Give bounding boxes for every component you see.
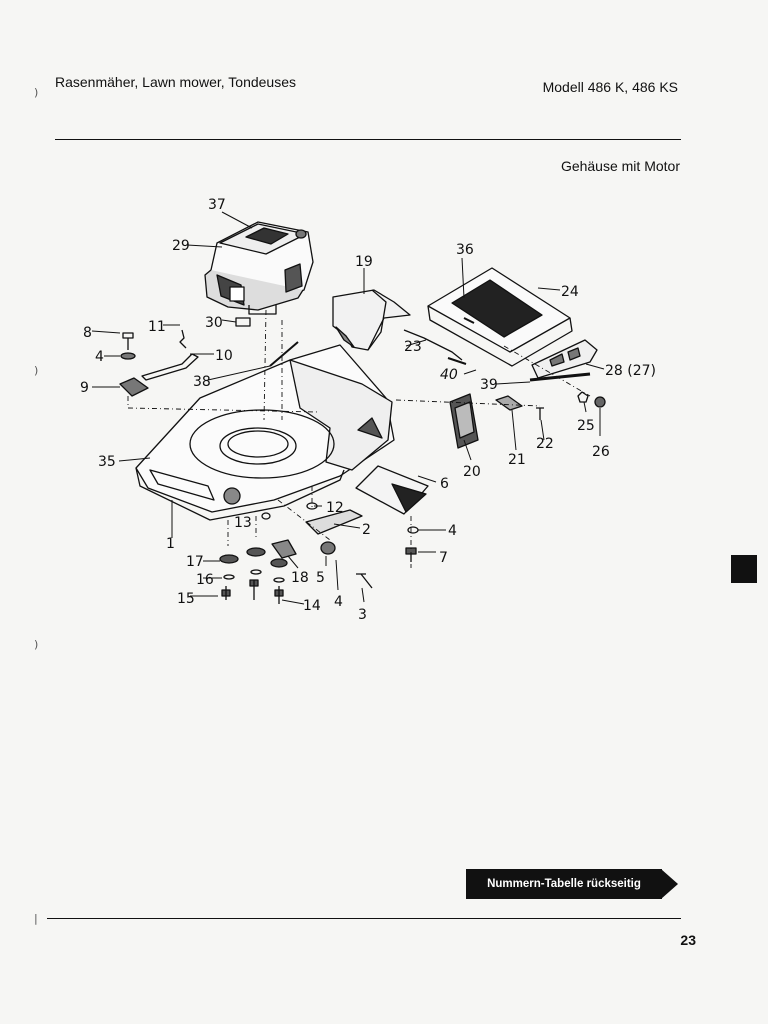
section-tab-marker xyxy=(731,555,757,583)
leader-line xyxy=(463,369,477,375)
part-callout: 15 xyxy=(177,591,195,607)
leader-line xyxy=(207,365,271,381)
part-callout: 38 xyxy=(193,374,211,390)
clip-illustration xyxy=(403,329,463,361)
leader-line xyxy=(405,339,427,347)
screw-illustration xyxy=(536,407,544,420)
document-title: Rasenmäher, Lawn mower, Tondeuses xyxy=(55,74,296,90)
part-callout: 16 xyxy=(196,572,214,588)
engine-illustration xyxy=(204,221,314,315)
bracket-plate-illustration xyxy=(119,377,149,397)
part-callout: 35 xyxy=(98,454,116,470)
margin-mark: ) xyxy=(34,86,39,99)
part-callout: 6 xyxy=(440,476,449,492)
leader-line xyxy=(186,244,223,248)
part-callout: 29 xyxy=(172,238,190,254)
margin-mark: | xyxy=(34,912,38,925)
part-callout: 3 xyxy=(358,607,367,623)
rear-flap-illustration xyxy=(529,339,598,382)
center-line xyxy=(127,396,319,413)
bracket-illustration xyxy=(141,353,199,381)
leader-line xyxy=(461,257,465,299)
part-callout: 19 xyxy=(355,254,373,270)
leader-line xyxy=(335,559,339,591)
part-callout: 4 xyxy=(448,523,457,539)
part-callout: 7 xyxy=(439,550,448,566)
leader-line xyxy=(583,401,587,413)
page-number: 23 xyxy=(680,932,696,948)
leader-line xyxy=(91,330,121,334)
leader-line xyxy=(287,555,299,569)
part-callout: 26 xyxy=(592,444,610,460)
part-callout: 12 xyxy=(326,500,344,516)
part-callout: 20 xyxy=(463,464,481,480)
part-callout: 14 xyxy=(303,598,321,614)
leader-line xyxy=(361,587,365,603)
part-callout: 23 xyxy=(404,339,422,355)
mounting-strip-illustration xyxy=(305,509,363,535)
part-callout: 37 xyxy=(208,197,226,213)
part-callout: 40 xyxy=(440,367,458,383)
part-callout: 9 xyxy=(80,380,89,396)
part-callout: 22 xyxy=(536,436,554,452)
leader-line xyxy=(221,211,253,229)
ejector-chute-illustration xyxy=(355,465,429,515)
leader-line xyxy=(221,319,237,323)
cover-illustration xyxy=(332,289,411,351)
footer-rule xyxy=(47,918,681,919)
part-callout: 4 xyxy=(334,594,343,610)
washer-illustration xyxy=(120,352,136,360)
center-line xyxy=(277,499,331,541)
bolt-illustration xyxy=(122,332,134,350)
leader-line xyxy=(417,475,437,483)
side-ejector-illustration xyxy=(449,393,479,449)
part-callout: 30 xyxy=(205,315,223,331)
leader-line xyxy=(540,419,545,441)
part-callout: 11 xyxy=(148,319,166,335)
part-callout: 5 xyxy=(316,570,325,586)
leader-line xyxy=(495,381,531,385)
part-callout: 21 xyxy=(508,452,526,468)
part-callout: 28 (27) xyxy=(605,363,656,379)
part-callout: 17 xyxy=(186,554,204,570)
part-callout: 1 xyxy=(166,536,175,552)
part-callout: 13 xyxy=(234,515,252,531)
part-callout: 8 xyxy=(83,325,92,341)
deck-housing-illustration xyxy=(135,344,395,521)
margin-mark: ) xyxy=(34,638,39,651)
leader-line xyxy=(585,363,605,370)
spring-illustration xyxy=(179,329,187,349)
center-line xyxy=(395,399,541,407)
model-designation: Modell 486 K, 486 KS xyxy=(542,79,678,95)
header-rule xyxy=(55,139,681,140)
part-callout: 4 xyxy=(95,349,104,365)
section-title: Gehäuse mit Motor xyxy=(560,158,680,174)
leader-line xyxy=(281,599,305,605)
part-callout: 25 xyxy=(577,418,595,434)
leader-line xyxy=(537,287,561,291)
part-callout: 2 xyxy=(362,522,371,538)
part-callout: 39 xyxy=(480,377,498,393)
nut-illustration xyxy=(594,396,606,408)
rod-illustration xyxy=(269,341,299,367)
leader-line xyxy=(463,439,472,461)
leader-line xyxy=(511,409,517,451)
plate-illustration xyxy=(495,395,523,411)
leader-line xyxy=(333,523,361,529)
note-arrow-icon xyxy=(661,869,678,899)
leader-line xyxy=(118,457,151,462)
part-callout: 10 xyxy=(215,348,233,364)
part-callout: 36 xyxy=(456,242,474,258)
shaft-illustration xyxy=(235,317,251,327)
nut-illustration xyxy=(577,391,589,403)
center-line xyxy=(503,345,591,397)
part-callout: 18 xyxy=(291,570,309,586)
margin-mark: ) xyxy=(34,364,39,377)
part-callout: 24 xyxy=(561,284,579,300)
number-table-note: Nummern-Tabelle rückseitig xyxy=(466,869,662,899)
